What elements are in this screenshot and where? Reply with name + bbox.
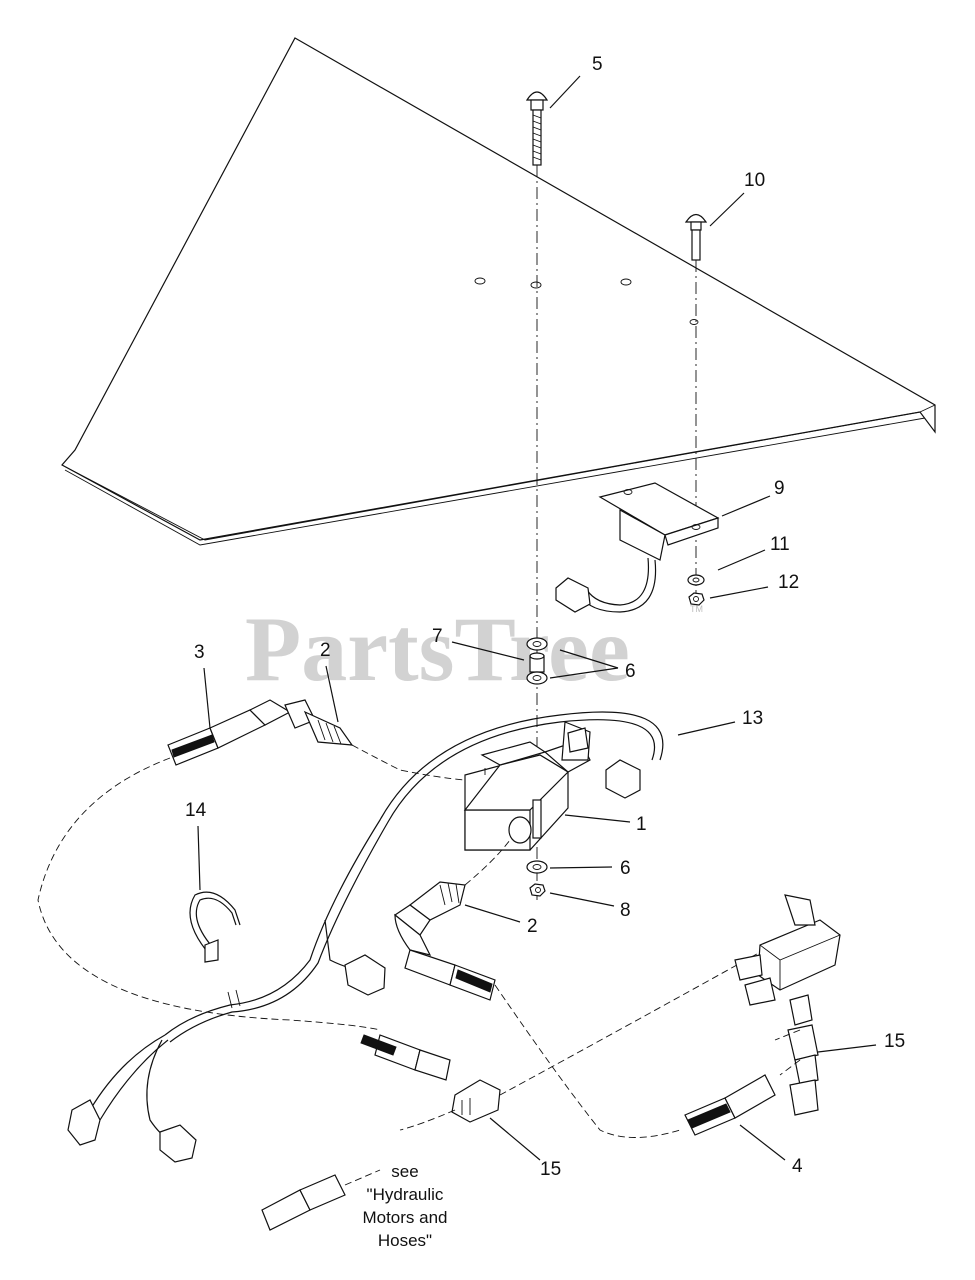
callout-12: 12 bbox=[778, 572, 799, 593]
carriage-bolt-10 bbox=[684, 213, 708, 600]
watermark-trademark: TM bbox=[690, 604, 703, 614]
carriage-bolt-5 bbox=[525, 91, 549, 900]
cable-tie-14 bbox=[189, 891, 241, 963]
callout-1: 1 bbox=[636, 814, 647, 835]
nut-12 bbox=[688, 592, 705, 606]
watermark-text: PartsTree bbox=[245, 598, 630, 700]
washer-6-upper bbox=[526, 637, 548, 651]
hose-fitting-bottom bbox=[261, 1169, 381, 1231]
callout-2-upper: 2 bbox=[320, 640, 331, 661]
fitting-2-lower bbox=[393, 839, 511, 1001]
nut-8 bbox=[529, 883, 546, 897]
washer-6-bottom bbox=[526, 860, 548, 874]
solenoid-valve-1 bbox=[463, 721, 591, 851]
callout-8: 8 bbox=[620, 900, 631, 921]
callout-3: 3 bbox=[194, 642, 205, 663]
callout-4: 4 bbox=[792, 1156, 803, 1177]
watermark: PartsTree TM bbox=[245, 598, 703, 700]
callout-15-right: 15 bbox=[884, 1031, 905, 1052]
deck-plate bbox=[61, 37, 936, 546]
callout-2-lower: 2 bbox=[527, 916, 538, 937]
callout-9: 9 bbox=[774, 478, 785, 499]
callout-14: 14 bbox=[185, 800, 207, 821]
callout-5: 5 bbox=[592, 54, 603, 75]
see-reference-note: see "Hydraulic Motors and Hoses" bbox=[340, 1160, 470, 1252]
fitting-2-upper bbox=[303, 710, 466, 781]
washer-6-lower bbox=[526, 671, 548, 685]
note-line-3: Motors and bbox=[362, 1208, 448, 1227]
wire-harness-13 bbox=[67, 711, 664, 1163]
note-line-1: see bbox=[391, 1162, 419, 1181]
spacer-7 bbox=[529, 652, 545, 673]
callout-7: 7 bbox=[432, 626, 443, 647]
hose-3 bbox=[37, 699, 381, 1031]
washer-11 bbox=[687, 574, 705, 586]
callout-10: 10 bbox=[744, 170, 765, 191]
note-line-2: "Hydraulic bbox=[366, 1185, 444, 1204]
note-line-4: Hoses" bbox=[377, 1231, 433, 1250]
callout-6-upper: 6 bbox=[625, 661, 636, 682]
callout-6-lower: 6 bbox=[620, 858, 631, 879]
hose-4 bbox=[494, 984, 776, 1138]
callout-13: 13 bbox=[742, 708, 763, 729]
leader-lines bbox=[197, 75, 877, 1161]
callout-11: 11 bbox=[770, 534, 790, 555]
valve-block-15 bbox=[734, 894, 841, 1116]
tee-fitting-15-lower bbox=[360, 929, 801, 1131]
callout-15-lower: 15 bbox=[540, 1159, 561, 1180]
switch-bracket-9 bbox=[555, 482, 720, 613]
callout-numbers: 5 10 9 11 12 7 6 3 2 13 1 6 14 8 2 15 15… bbox=[185, 54, 905, 1180]
